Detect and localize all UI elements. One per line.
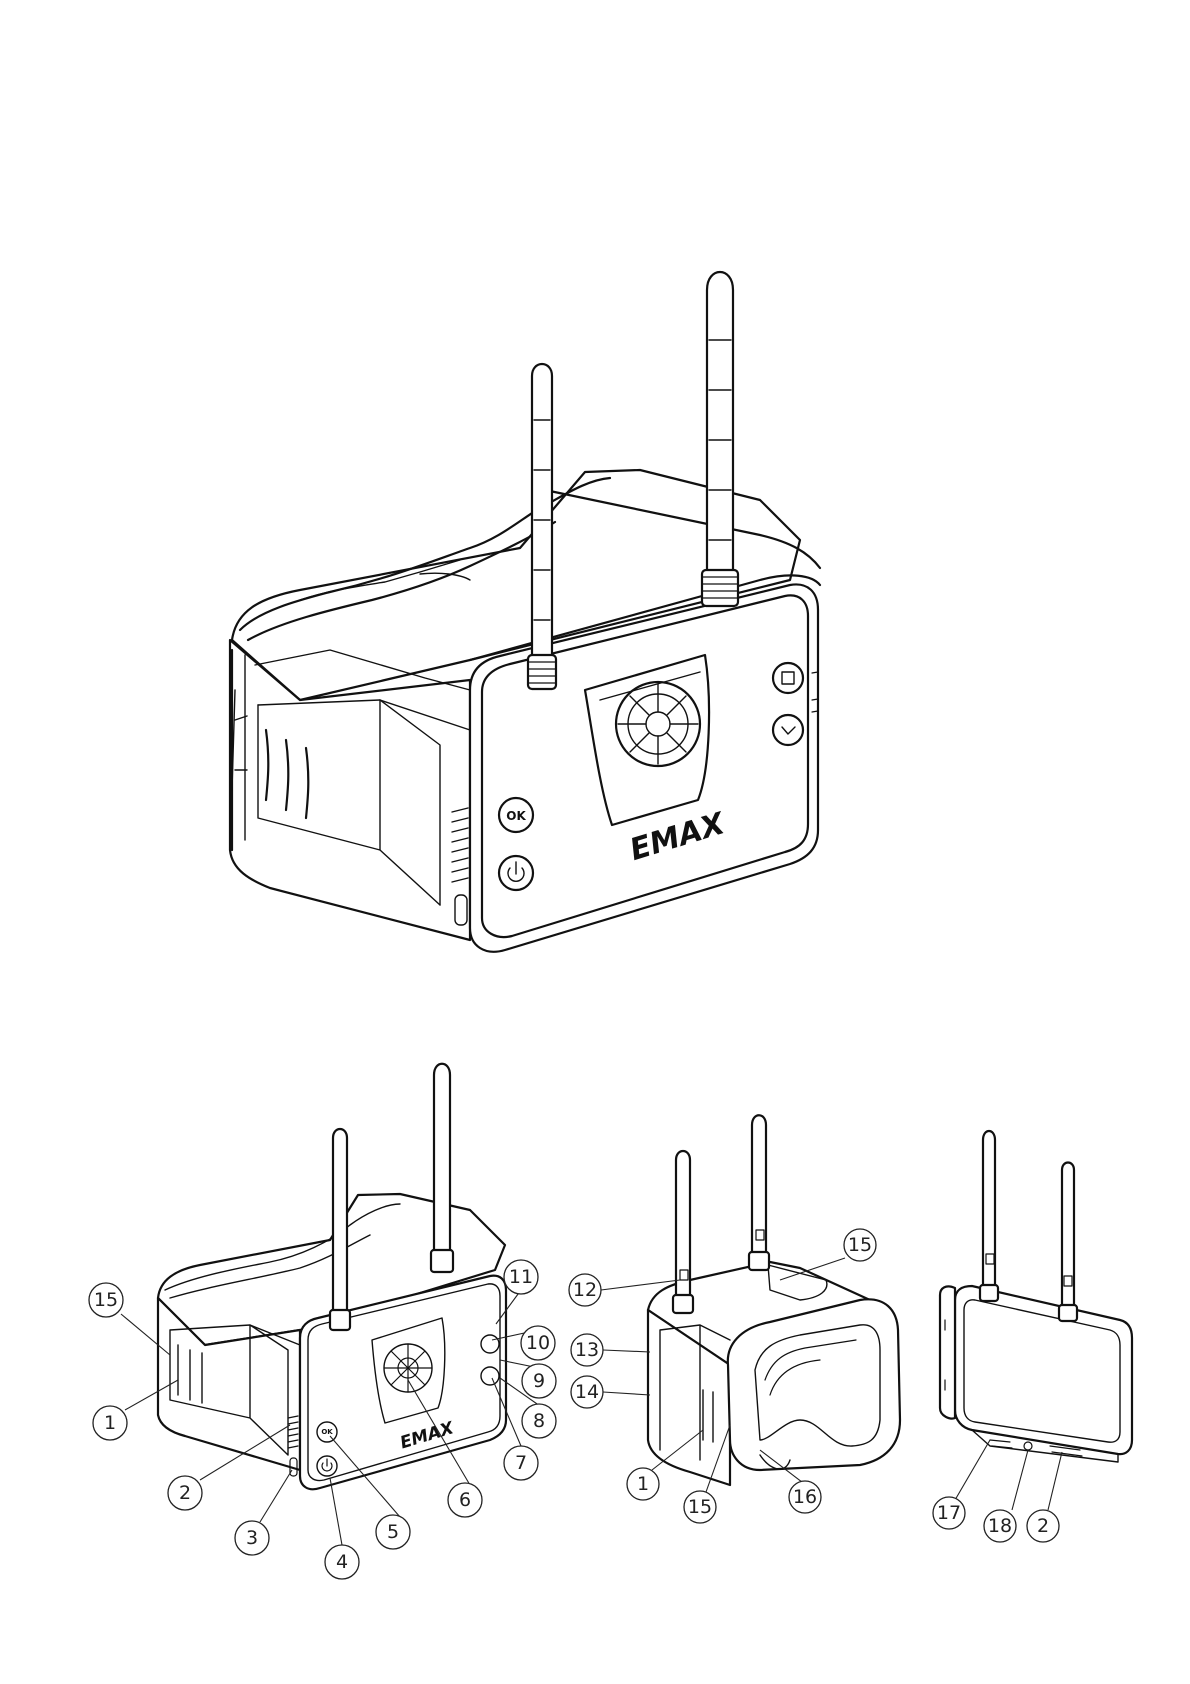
callout-label: 15 [94, 1289, 118, 1311]
callout-label: 12 [573, 1279, 597, 1301]
callout-label: 10 [526, 1332, 550, 1354]
callout-marker: 10 [521, 1326, 555, 1360]
callout-marker: 5 [376, 1515, 410, 1549]
callout-marker: 15 [844, 1229, 876, 1261]
callout-marker: 4 [325, 1545, 359, 1579]
callout-label: 9 [533, 1370, 545, 1392]
callout-label: 17 [937, 1502, 961, 1524]
callout-label: 6 [459, 1489, 471, 1511]
callout-label: 18 [988, 1515, 1012, 1537]
callout-marker: 15 [684, 1491, 716, 1523]
callout-label: 13 [575, 1339, 599, 1361]
callout-marker: 3 [235, 1521, 269, 1555]
antenna-icon [702, 272, 738, 606]
callout-marker: 16 [789, 1481, 821, 1513]
callout-label: 1 [104, 1412, 116, 1434]
side-view-illustration [648, 1115, 900, 1485]
callout-marker: 11 [504, 1260, 538, 1294]
callout-marker: 17 [933, 1497, 965, 1529]
callout-marker: 12 [569, 1274, 601, 1306]
callout-marker: 18 [984, 1510, 1016, 1542]
callout-label: 2 [179, 1482, 191, 1504]
callout-marker: 13 [571, 1334, 603, 1366]
callout-label: 5 [387, 1521, 399, 1543]
antenna-icon [528, 364, 556, 689]
callout-label: 11 [509, 1266, 533, 1288]
callout-marker: 14 [571, 1376, 603, 1408]
callout-marker: 9 [522, 1364, 556, 1398]
front-view-illustration: OK EMAX [158, 1064, 506, 1490]
back-view-illustration [940, 1131, 1132, 1462]
callout-marker: 1 [627, 1468, 659, 1500]
callout-marker: 1 [93, 1406, 127, 1440]
callout-label: 7 [515, 1452, 527, 1474]
callout-label: 1 [637, 1473, 649, 1495]
main-goggles-illustration: OK EMAX [230, 272, 820, 952]
ok-button-label: OK [506, 809, 526, 823]
back-view-callouts [955, 1440, 1062, 1510]
callout-marker: 6 [448, 1483, 482, 1517]
callout-label: 4 [336, 1551, 348, 1573]
callout-label: 14 [575, 1381, 599, 1403]
callout-marker: 2 [168, 1476, 202, 1510]
callout-marker: 15 [89, 1283, 123, 1317]
callout-label: 15 [688, 1496, 712, 1518]
callout-label: 3 [246, 1527, 258, 1549]
callout-label: 2 [1037, 1515, 1049, 1537]
callout-marker: 2 [1027, 1510, 1059, 1542]
callout-label: 15 [848, 1234, 872, 1256]
callout-label: 8 [533, 1410, 545, 1432]
ok-button-label-small: OK [321, 1428, 333, 1436]
callout-marker: 8 [522, 1404, 556, 1438]
callout-marker: 7 [504, 1446, 538, 1480]
back-view-callout-labels: 17 18 2 [933, 1497, 1059, 1542]
callout-label: 16 [793, 1486, 817, 1508]
